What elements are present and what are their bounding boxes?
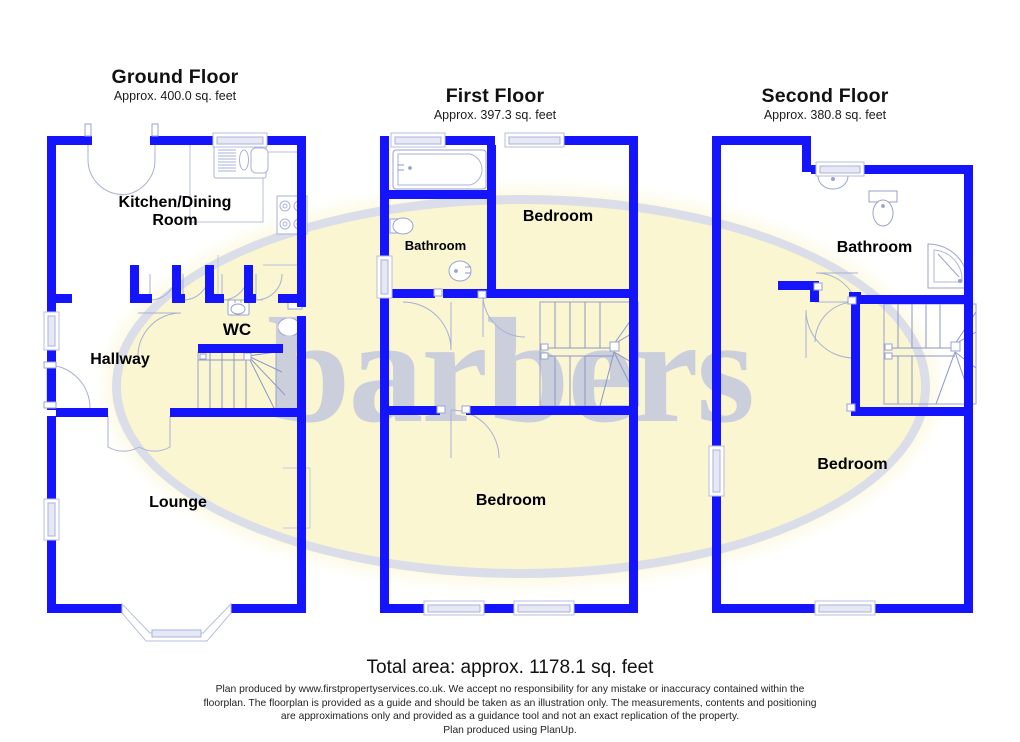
room-label-second-bedroom: Bedroom bbox=[817, 456, 888, 473]
room-label-first-bathroom: Bathroom bbox=[404, 238, 467, 253]
disclaimer-line-2: floorplan. The floorplan is provided as … bbox=[203, 697, 817, 709]
second-floor-title: Second Floor bbox=[761, 85, 889, 107]
room-label-hallway: Hallway bbox=[90, 351, 150, 368]
room-label-first-bedroom-rear: Bedroom bbox=[475, 492, 547, 509]
room-label-second-bathroom: Bathroom bbox=[836, 239, 913, 256]
first-floor-area: Approx. 397.3 sq. feet bbox=[433, 108, 557, 122]
disclaimer-line-1: Plan produced by www.firstpropertyservic… bbox=[215, 684, 805, 695]
ground-floor-area: Approx. 400.0 sq. feet bbox=[113, 89, 237, 103]
disclaimer-line-4: Plan produced using PlanUp. bbox=[443, 725, 577, 737]
room-label-lounge: Lounge bbox=[149, 494, 207, 511]
second-floor-area: Approx. 380.8 sq. feet bbox=[763, 108, 887, 122]
room-label-kitchen-dining-room: Kitchen/Dining Room bbox=[118, 194, 232, 229]
room-label-wc: WC bbox=[222, 320, 252, 339]
ground-floor-title: Ground Floor bbox=[111, 66, 239, 88]
total-area-text: Total area: approx. 1178.1 sq. feet bbox=[366, 657, 654, 678]
disclaimer-line-3: are approximations only and provided as … bbox=[280, 711, 740, 723]
first-floor-title: First Floor bbox=[445, 85, 545, 107]
disclaimer: Plan produced by www.firstpropertyservic… bbox=[0, 683, 1020, 738]
room-label-first-bedroom-front: Bedroom bbox=[522, 208, 594, 225]
